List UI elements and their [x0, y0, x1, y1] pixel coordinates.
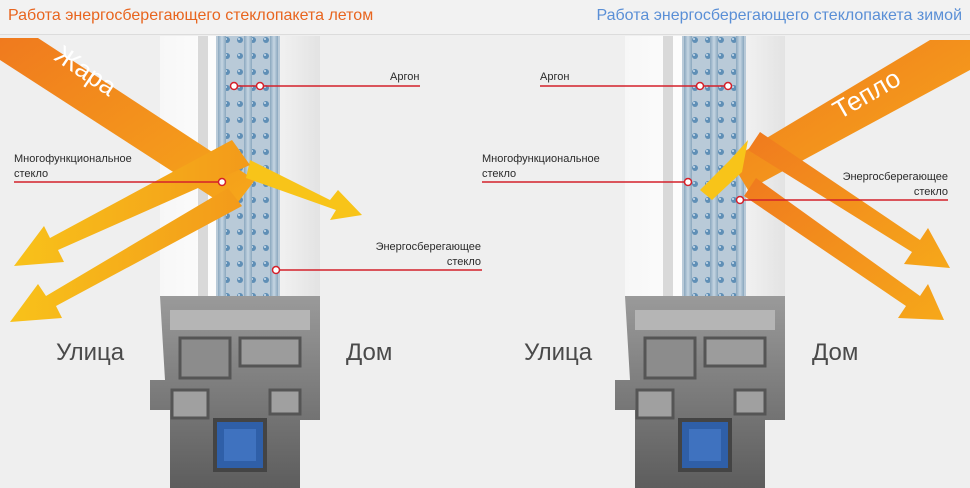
summer-multi-label-1: Многофункциональное: [14, 153, 132, 165]
summer-reflect-arrow-1: [14, 140, 250, 266]
title-bar: [0, 0, 970, 35]
winter-argon-label: Аргон: [540, 71, 569, 83]
winter-inner-arrow: [700, 140, 748, 200]
winter-profile: [615, 296, 785, 488]
summer-transmitted-arrow: [246, 160, 362, 220]
summer-argon-pointer: Аргон: [229, 71, 420, 91]
summer-panel: Жара Улица Дом Аргон Многофункциональное…: [0, 36, 482, 488]
winter-energy-pointer: Энергосберегающее стекло: [735, 171, 948, 205]
winter-panel: Тепло Улица Дом Аргон Многофункционально…: [482, 36, 970, 488]
summer-inside-label: Дом: [346, 339, 392, 366]
summer-energy-label-2: стекло: [447, 256, 481, 268]
winter-multi-pointer: Многофункциональное стекло: [482, 153, 693, 187]
winter-energy-label-2: стекло: [914, 186, 948, 198]
summer-reflect-arrow-2: [10, 188, 242, 322]
summer-energy-pointer: Энергосберегающее стекло: [271, 241, 482, 275]
winter-inside-label: Дом: [812, 339, 858, 366]
summer-argon-label: Аргон: [390, 71, 419, 83]
summer-title: Работа энергосберегающего стеклопакета л…: [8, 7, 374, 24]
winter-title: Работа энергосберегающего стеклопакета з…: [596, 7, 962, 24]
summer-energy-label-1: Энергосберегающее: [376, 241, 481, 253]
summer-multi-pointer: Многофункциональное стекло: [14, 153, 227, 187]
winter-frame-seal: [663, 36, 673, 306]
winter-reflect-arrow-2: [744, 178, 944, 320]
summer-multi-label-2: стекло: [14, 168, 48, 180]
winter-multi-label-1: Многофункциональное: [482, 153, 600, 165]
winter-outside-label: Улица: [524, 339, 593, 366]
summer-outside-label: Улица: [56, 339, 125, 366]
summer-profile: [150, 296, 320, 488]
winter-multi-label-2: стекло: [482, 168, 516, 180]
winter-argon-pointer: Аргон: [540, 71, 733, 91]
winter-energy-label-1: Энергосберегающее: [843, 171, 948, 183]
